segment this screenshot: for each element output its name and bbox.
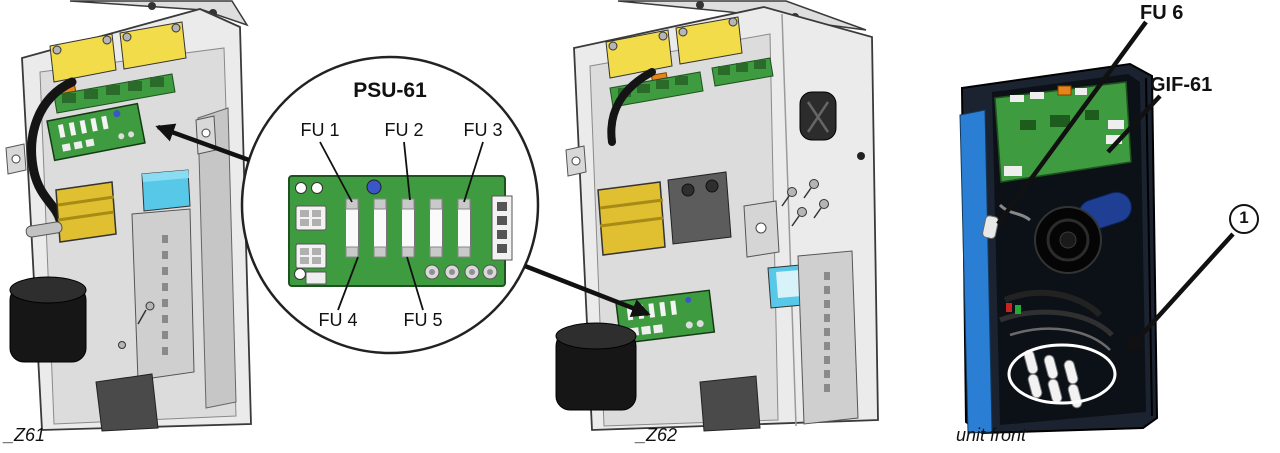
terminal-strip [53, 73, 176, 114]
unit-front-illustration [959, 62, 1159, 435]
transformer [55, 181, 117, 243]
door-blue-edge [959, 109, 993, 434]
fuse-2 [373, 198, 387, 258]
black-cylinder [555, 322, 637, 411]
contactor-block [667, 171, 732, 245]
caption-unit-front: unit front [956, 425, 1027, 445]
cabinet-z62-illustration [555, 0, 879, 432]
power-cable [607, 68, 656, 146]
gif61-leader-line [1106, 94, 1162, 154]
callout-arrow-to-z62 [524, 263, 651, 317]
fu2-label: FU 2 [384, 120, 424, 140]
psu61-callout [240, 55, 540, 355]
fuse-4 [429, 198, 443, 258]
caption-z61: _Z61 [4, 425, 46, 445]
fuse-6-holder [982, 215, 999, 239]
fuse-cluster [1007, 343, 1117, 409]
power-cable [27, 77, 77, 225]
callout-arrow-to-z61 [155, 123, 250, 163]
cabinet-z61-illustration [5, 0, 252, 432]
black-cylinder [9, 276, 87, 363]
item-1-marker: 1 [1229, 204, 1259, 234]
fuse-5 [457, 198, 471, 258]
round-component [1034, 206, 1102, 274]
gif61-label: GIF-61 [1150, 74, 1213, 96]
caption-z62: _Z62 [636, 425, 678, 445]
fu6-label: FU 6 [1140, 2, 1184, 24]
item1-arrow [1125, 232, 1235, 354]
psu-board-in-cabinet [46, 102, 146, 162]
fuse-1 [345, 198, 359, 258]
fuse-leader-lines [319, 141, 484, 311]
cables [999, 289, 1114, 351]
psu61-board-detail [288, 175, 513, 287]
terminal-strips [609, 57, 774, 108]
fu5-label: FU 5 [403, 310, 443, 330]
door-handle [799, 91, 837, 141]
blue-module [141, 169, 191, 212]
capacitor [366, 179, 382, 195]
transformer [597, 181, 666, 256]
highlight-ellipse [1007, 343, 1117, 405]
yellow-modules [605, 16, 743, 79]
screws [781, 179, 829, 227]
fu4-label: FU 4 [318, 310, 358, 330]
fu1-label: FU 1 [300, 120, 340, 140]
psu61-title-label: PSU-61 [353, 79, 427, 102]
yellow-modules [49, 21, 187, 83]
fu6-leader-line [996, 20, 1148, 226]
fuse-3 [401, 198, 415, 258]
fu3-label: FU 3 [463, 120, 503, 140]
